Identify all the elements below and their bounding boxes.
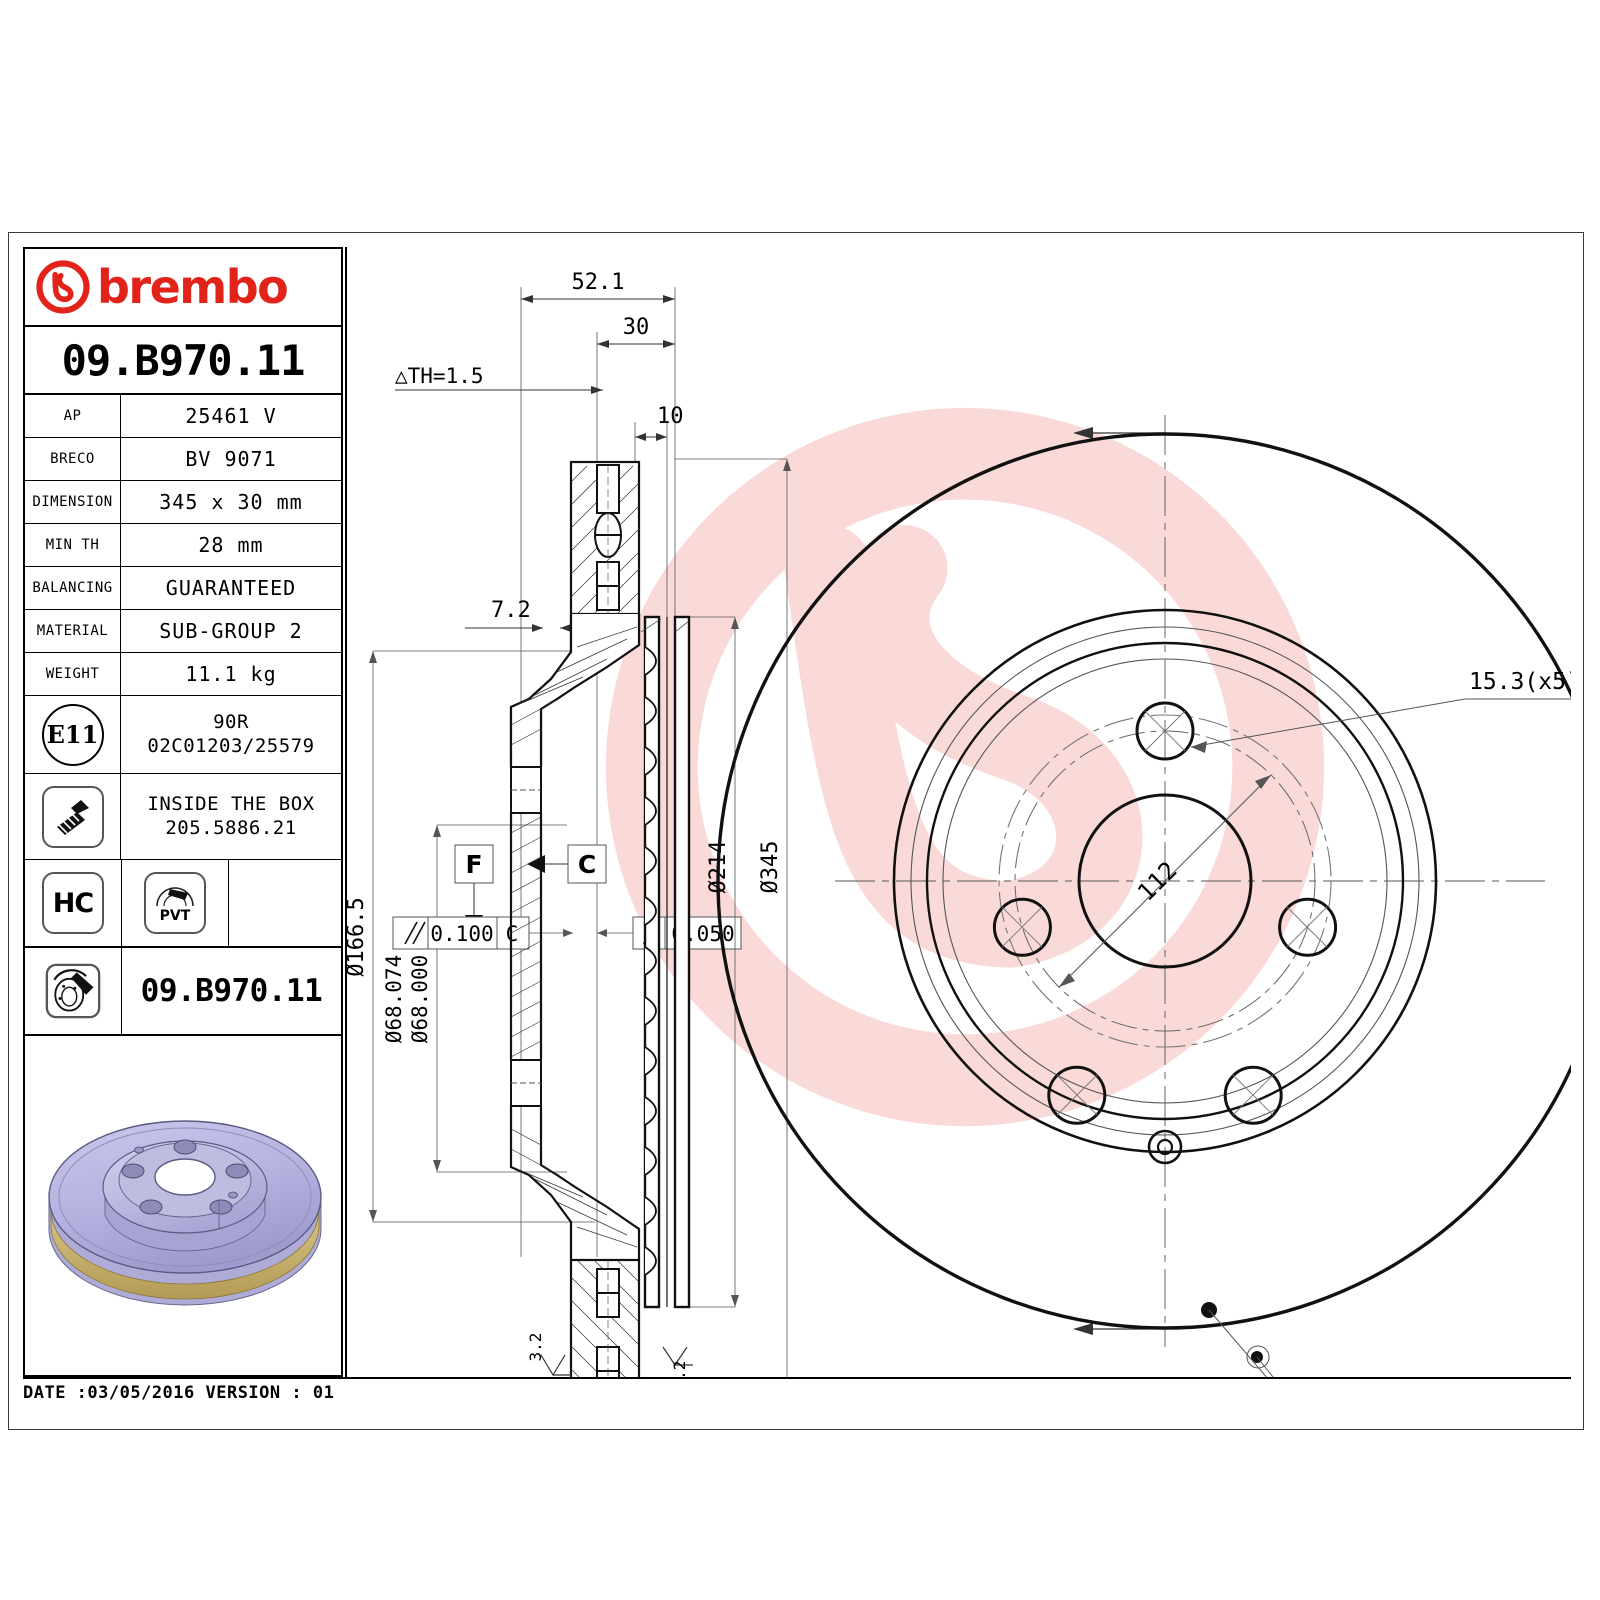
spec-row-breco: BRECO BV 9071	[25, 438, 341, 481]
roughness-left-value: 3.2	[526, 1333, 545, 1362]
spec-label: BRECO	[25, 438, 121, 480]
pillar-markers	[1201, 1302, 1274, 1377]
spec-value: SUB-GROUP 2	[159, 619, 303, 643]
dim-bolt-hole-dia: 15.3(x5)	[1469, 669, 1571, 695]
spec-label: AP	[25, 395, 121, 437]
spec-row-badges: HC PVT	[25, 860, 341, 948]
spec-value: 11.1 kg	[185, 662, 277, 686]
dim-hat-diameter: Ø166.5	[345, 897, 369, 976]
footer-divider	[23, 1377, 1571, 1379]
screws-line1: INSIDE THE BOX	[147, 792, 315, 815]
spec-label: BALANCING	[25, 567, 121, 609]
drawing-sheet: brembo 09.B970.11 AP 25461 V BRECO BV 90…	[8, 232, 1584, 1430]
dim-flange-thickness: 7.2	[491, 598, 531, 623]
spec-row-screws: INSIDE THE BOX 205.5886.21	[25, 774, 341, 860]
hc-badge-icon: HC	[42, 872, 104, 934]
screw-icon	[41, 785, 104, 848]
brembo-swirl-icon	[36, 260, 90, 314]
spec-label: WEIGHT	[25, 653, 121, 695]
brembo-watermark	[605, 407, 1325, 1127]
spec-row-ap: AP 25461 V	[25, 395, 341, 438]
spec-info-panel: brembo 09.B970.11 AP 25461 V BRECO BV 90…	[23, 247, 343, 1377]
hc-label: HC	[52, 887, 94, 919]
e11-circle-icon: E11	[25, 696, 121, 773]
spec-value: 345 x 30 mm	[159, 490, 303, 514]
dim-outer-friction-dia: Ø345	[758, 841, 783, 894]
bolt-holes	[992, 701, 1338, 1125]
spec-row-material: MATERIAL SUB-GROUP 2	[25, 610, 341, 653]
product-photo-cell	[25, 1036, 341, 1338]
datum-c-label: C	[578, 850, 596, 879]
dim-hat-depth: 30	[623, 315, 650, 340]
disc-face-view: 15.3(x5) 112	[716, 415, 1571, 1377]
spec-label: MATERIAL	[25, 610, 121, 652]
spec-value: BV 9071	[185, 447, 277, 471]
datum-f-label: F	[465, 850, 482, 879]
brake-disc-icon	[45, 963, 101, 1019]
date-version-line: DATE :03/05/2016 VERSION : 01	[23, 1383, 335, 1403]
pvt-label: PVT	[159, 908, 191, 924]
tolerance-frame-parallelism: 0.100 C	[392, 916, 530, 950]
datum-c-triangle	[527, 855, 545, 873]
dim-bore-upper: Ø68.074	[382, 955, 406, 1044]
spec-row-dimension: DIMENSION 345 x 30 mm	[25, 481, 341, 524]
brand-logo-row: brembo	[25, 249, 341, 327]
tol-parallelism-value: 0.100	[430, 922, 493, 946]
spec-row-disc-code: 09.B970.11	[25, 948, 341, 1036]
dim-bore-lower: Ø68.000	[408, 955, 432, 1044]
e11-label: E11	[46, 720, 99, 749]
spec-row-homologation: E11 90R 02C01203/25579	[25, 696, 341, 774]
spec-label: MIN TH	[25, 524, 121, 566]
homologation-line1: 90R	[213, 710, 249, 733]
spec-value: 28 mm	[198, 533, 264, 557]
technical-drawing-area: 52.1 30 △TH=1.5 10	[345, 247, 1571, 1377]
screws-line2: 205.5886.21	[165, 816, 297, 839]
spec-row-min-th: MIN TH 28 mm	[25, 524, 341, 567]
dim-th-tolerance: △TH=1.5	[395, 364, 484, 388]
rotation-arrow-top	[1073, 427, 1093, 439]
panel-divider	[345, 247, 347, 1377]
spec-label: DIMENSION	[25, 481, 121, 523]
spec-row-weight: WEIGHT 11.1 kg	[25, 653, 341, 696]
brand-name: brembo	[97, 260, 289, 314]
spec-value: 25461 V	[185, 404, 277, 428]
badges-empty-cell	[229, 860, 341, 946]
brake-disc-3d-render	[48, 1120, 322, 1306]
disc-part-code: 09.B970.11	[140, 973, 323, 1009]
dim-overall-width: 52.1	[572, 270, 625, 295]
roughness-right-value: 3.2	[670, 1361, 689, 1377]
part-code-row: 09.B970.11	[25, 327, 341, 395]
spec-row-balancing: BALANCING GUARANTEED	[25, 567, 341, 610]
locating-pin-hole	[1147, 1129, 1183, 1165]
pvt-badge-icon: PVT	[144, 872, 206, 934]
homologation-line2: 02C01203/25579	[147, 734, 315, 757]
dim-pcd: 112	[1132, 856, 1182, 906]
roughness-symbol-right: 3.2	[662, 1346, 693, 1377]
rotation-arrow-bottom	[1073, 1323, 1093, 1335]
part-code: 09.B970.11	[61, 335, 306, 385]
spec-value: GUARANTEED	[165, 576, 297, 600]
roughness-symbol-left: 3.2	[526, 1333, 571, 1377]
dim-offset-10: 10	[657, 404, 684, 429]
